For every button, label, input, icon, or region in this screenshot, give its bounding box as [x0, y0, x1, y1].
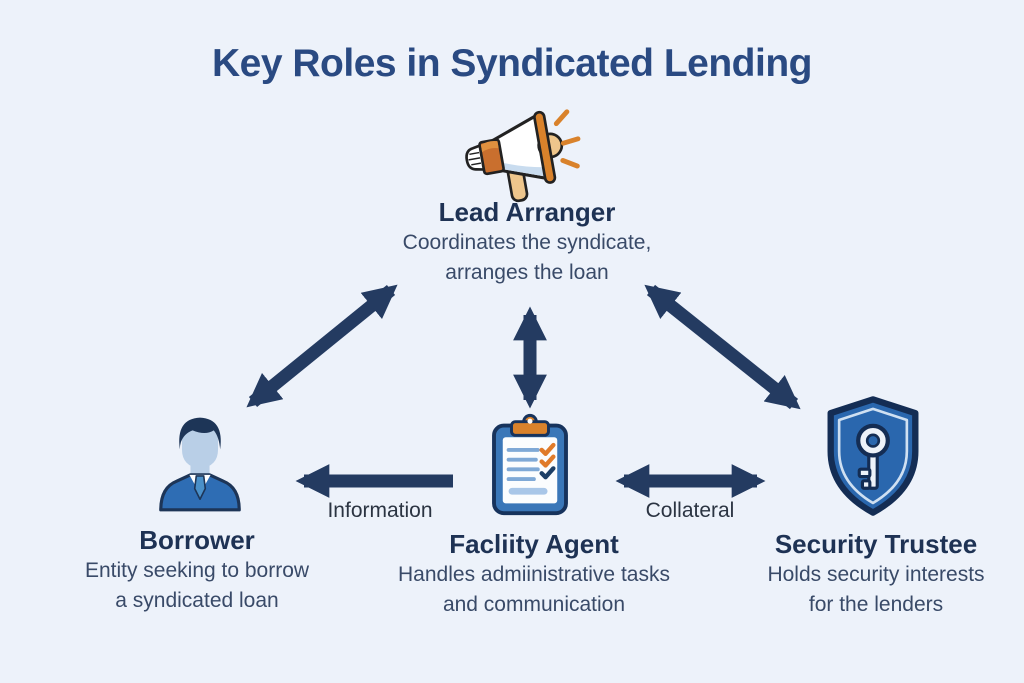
checkmark-orange-1	[539, 442, 556, 456]
clipboard-checklist-icon	[481, 411, 579, 518]
node-description-borrower-line1: Entity seeking to borrow	[84, 559, 310, 582]
sound-line-mid	[560, 136, 581, 146]
megaphone-cone-shade	[500, 162, 547, 177]
checkmark-orange-2	[539, 454, 556, 468]
node-description-security-trustee-line2: for the lenders	[808, 593, 944, 616]
key-tooth-2	[860, 479, 872, 490]
node-description-security-trustee-line1: Holds security interests	[767, 563, 985, 586]
edge-label-information: Information	[327, 499, 433, 522]
node-borrower: Borrower Entity seeking to borrow a synd…	[37, 524, 357, 616]
arrow-borrower-lead-arranger	[246, 284, 398, 408]
businessman-tie	[193, 475, 207, 501]
node-description-facility-agent-line2: and communication	[442, 593, 626, 616]
node-label-borrower: Borrower	[139, 525, 255, 555]
sound-line-bottom	[560, 158, 580, 169]
businessman-face	[181, 421, 219, 469]
node-description-borrower-line2: a syndicated loan	[115, 589, 279, 612]
checkmark-navy	[539, 466, 556, 480]
megaphone-rim	[533, 110, 557, 184]
node-facility-agent: Facliity Agent Handles admiinistrative t…	[359, 528, 709, 620]
key-bow-hole	[865, 433, 881, 448]
businessman-icon	[147, 400, 253, 520]
edge-label-collateral: Collateral	[645, 499, 735, 522]
node-label-lead-arranger: Lead Arranger	[438, 197, 616, 227]
node-lead-arranger: Lead Arranger Coordinates the syndicate,…	[327, 196, 727, 288]
shield-key-icon	[818, 393, 928, 520]
node-description-facility-agent-line1: Handles admiinistrative tasks	[398, 563, 670, 586]
node-label-security-trustee: Security Trustee	[774, 529, 978, 559]
node-security-trustee: Security Trustee Holds security interest…	[716, 528, 1024, 620]
arrow-lead-arranger-security-trustee	[644, 284, 801, 410]
node-description-lead-arranger-line1: Coordinates the syndicate,	[402, 231, 652, 254]
key-tooth-1	[857, 467, 872, 479]
shield-inner-outline	[837, 407, 909, 505]
sound-line-top	[553, 109, 570, 127]
megaphone-icon	[443, 96, 610, 219]
node-label-facility-agent: Facliity Agent	[449, 529, 619, 559]
businessman-hair	[179, 417, 221, 450]
node-description-lead-arranger-line2: arranges the loan	[445, 261, 609, 284]
clipboard-clip	[510, 420, 550, 437]
diagram-title: Key Roles in Syndicated Lending	[212, 42, 812, 85]
